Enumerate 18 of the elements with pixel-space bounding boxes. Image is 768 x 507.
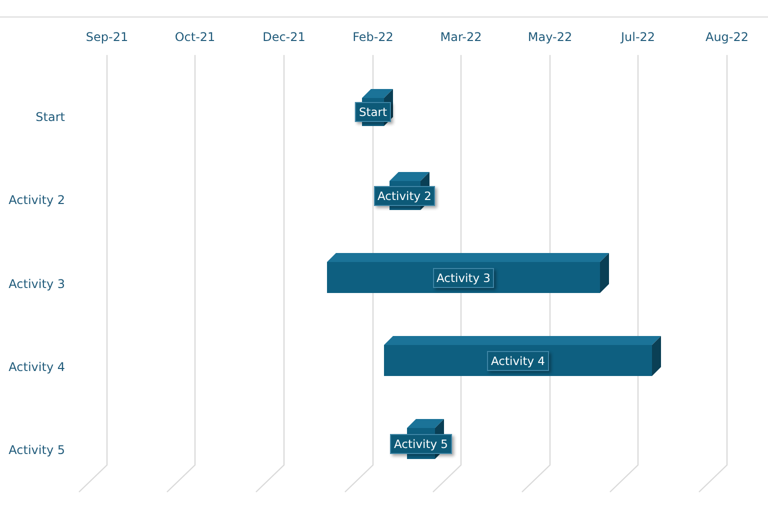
bar-label: Activity 4 (487, 350, 549, 370)
bar-label: Start (354, 102, 392, 122)
axis-tick-label: Dec-21 (262, 30, 306, 44)
axis-tick-label: Aug-22 (705, 30, 749, 44)
row-label: Activity 2 (8, 193, 65, 207)
row-label: Start (36, 110, 65, 124)
axis-tick-label: May-22 (528, 30, 572, 44)
bar-label: Activity 2 (374, 186, 436, 206)
bar-label: Activity 5 (390, 434, 452, 454)
row-label: Activity 4 (8, 360, 65, 374)
axis-tick-label: Oct-21 (174, 30, 216, 44)
bar-label: Activity 3 (432, 268, 494, 288)
row-label: Activity 5 (8, 443, 65, 457)
axis-tick-label: Mar-22 (440, 30, 482, 44)
row-label: Activity 3 (8, 277, 65, 291)
axis-tick-label: Jul-22 (620, 30, 656, 44)
axis-tick-label: Feb-22 (352, 30, 394, 44)
axis-tick-label: Sep-21 (86, 30, 128, 44)
